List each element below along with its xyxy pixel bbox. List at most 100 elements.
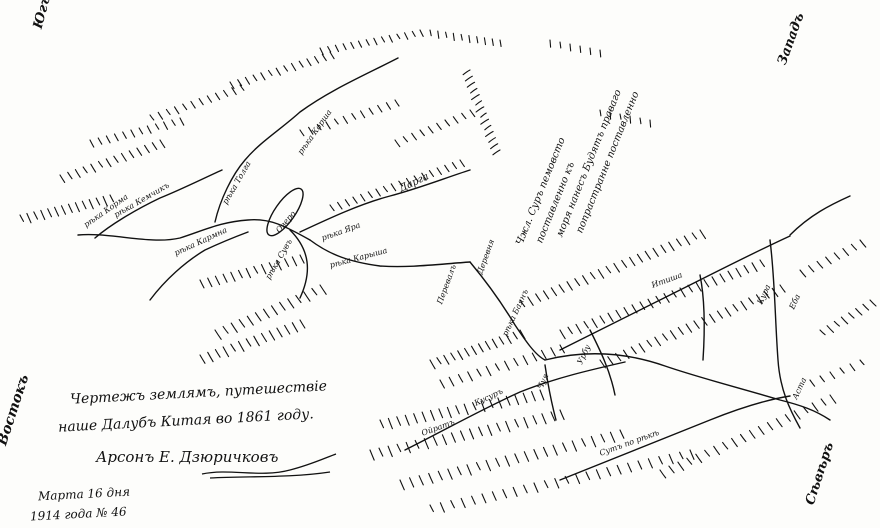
mountain-hachure (732, 304, 739, 312)
mountain-hachure (585, 471, 591, 481)
mountain-hachure (637, 460, 643, 470)
mountain-hachure (504, 455, 511, 467)
mountain-hachure (457, 374, 464, 383)
mountain-hachure (615, 352, 622, 362)
mountain-hachure (589, 47, 592, 56)
mountain-hachure (849, 363, 856, 372)
mountain-hachure (540, 349, 547, 360)
signature-flourish (201, 453, 337, 479)
mountain-hachure (566, 281, 573, 291)
mountain-hachure (267, 69, 273, 76)
mountain-hachure (470, 87, 478, 94)
mountain-hachure (59, 174, 66, 183)
mountain-hachure (471, 94, 480, 101)
mountain-hachure (102, 195, 108, 207)
mountain-hachure (460, 497, 466, 509)
mountain-hachure (531, 352, 538, 362)
mountain-hachure (514, 418, 519, 428)
mountain-hachure (512, 486, 518, 497)
river-darga (299, 169, 471, 233)
mountain-hachure (519, 299, 526, 308)
mountain-hachure (669, 330, 677, 340)
mountain-hachure (368, 107, 374, 115)
mountain-hachure (253, 335, 260, 347)
mountain-hachure (689, 449, 695, 460)
mountain-hachure (252, 74, 258, 82)
mountain-hachure (498, 336, 505, 345)
mountain-hachure (451, 162, 458, 170)
mountain-hachure (646, 339, 653, 347)
mountain-hachure (333, 118, 339, 125)
mountain-hachure (748, 297, 754, 305)
mountain-hachure (605, 265, 612, 274)
mountain-hachure (344, 199, 351, 207)
mountain-hachure (623, 307, 630, 317)
mountain-hachure (552, 444, 558, 456)
mountain-hachure (231, 87, 237, 96)
mountain-hachure (342, 43, 347, 51)
mountain-hachure (268, 262, 274, 271)
mountain-hachure (448, 376, 455, 387)
mountain-hachure (33, 211, 39, 220)
mountain-hachure (260, 332, 268, 343)
mountain-hachure (427, 126, 434, 134)
mountain-hachure (483, 37, 487, 46)
mountain-hachure (457, 350, 464, 360)
mountain-hachure (230, 271, 236, 282)
mountain-hachure (713, 445, 721, 456)
mountain-hachure (253, 265, 259, 274)
mountain-hachure (441, 434, 448, 446)
river-upper-e (289, 229, 309, 299)
mountain-hachure (512, 331, 518, 340)
mountain-hachure (675, 238, 682, 247)
mountain-hachure (468, 428, 475, 440)
mountain-hachure (459, 159, 465, 168)
mountain-hachure (222, 273, 228, 283)
mountain-hachure (471, 495, 476, 505)
mountain-hachure (375, 188, 381, 197)
mountain-hachure (535, 293, 542, 302)
mountain-hachure (246, 315, 254, 326)
mountain-hachure (387, 445, 393, 458)
mountain-hachure (523, 417, 529, 429)
mountain-hachure (766, 422, 774, 431)
mountain-hachure (359, 110, 366, 119)
mountain-hachure (533, 482, 539, 493)
mountain-hachure (295, 294, 302, 304)
mountain-hachure (574, 278, 581, 287)
mountain-hachure (475, 100, 483, 106)
river-korma (214, 57, 399, 223)
mountain-hachure (439, 379, 445, 389)
mountain-hachure (763, 290, 770, 299)
mountain-hachure (492, 149, 501, 156)
mountain-hachure (599, 109, 602, 117)
mountain-hachure (350, 41, 355, 49)
mountain-hachure (105, 158, 112, 168)
mountain-hachure (485, 459, 492, 472)
mountain-hachure (327, 46, 332, 53)
mountain-hachure (404, 32, 409, 40)
mountain-hachure (429, 359, 436, 370)
mountain-hachure (299, 254, 305, 264)
mountain-hachure (502, 489, 508, 499)
mountain-hachure (229, 81, 235, 90)
mountain-hachure (513, 357, 519, 367)
mountain-hachure (636, 253, 644, 263)
mountain-hachure (677, 326, 684, 335)
mountain-hachure (396, 416, 402, 426)
mountain-hachure (436, 357, 442, 365)
mountain-hachure (268, 330, 276, 341)
mountain-hachure (539, 389, 545, 401)
mountain-hachure (859, 359, 865, 366)
mountain-hachure (514, 453, 520, 464)
mountain-hachure (668, 465, 675, 474)
mountain-hachure (316, 123, 322, 131)
mountain-hachure (695, 453, 703, 464)
mountain-hachure (436, 122, 442, 130)
mountain-hachure (230, 343, 236, 352)
mountain-hachure (469, 109, 476, 118)
mountain-hachure (590, 435, 597, 448)
mountain-hachure (452, 116, 459, 124)
mountain-hachure (739, 433, 747, 443)
mountain-hachure (627, 462, 633, 473)
